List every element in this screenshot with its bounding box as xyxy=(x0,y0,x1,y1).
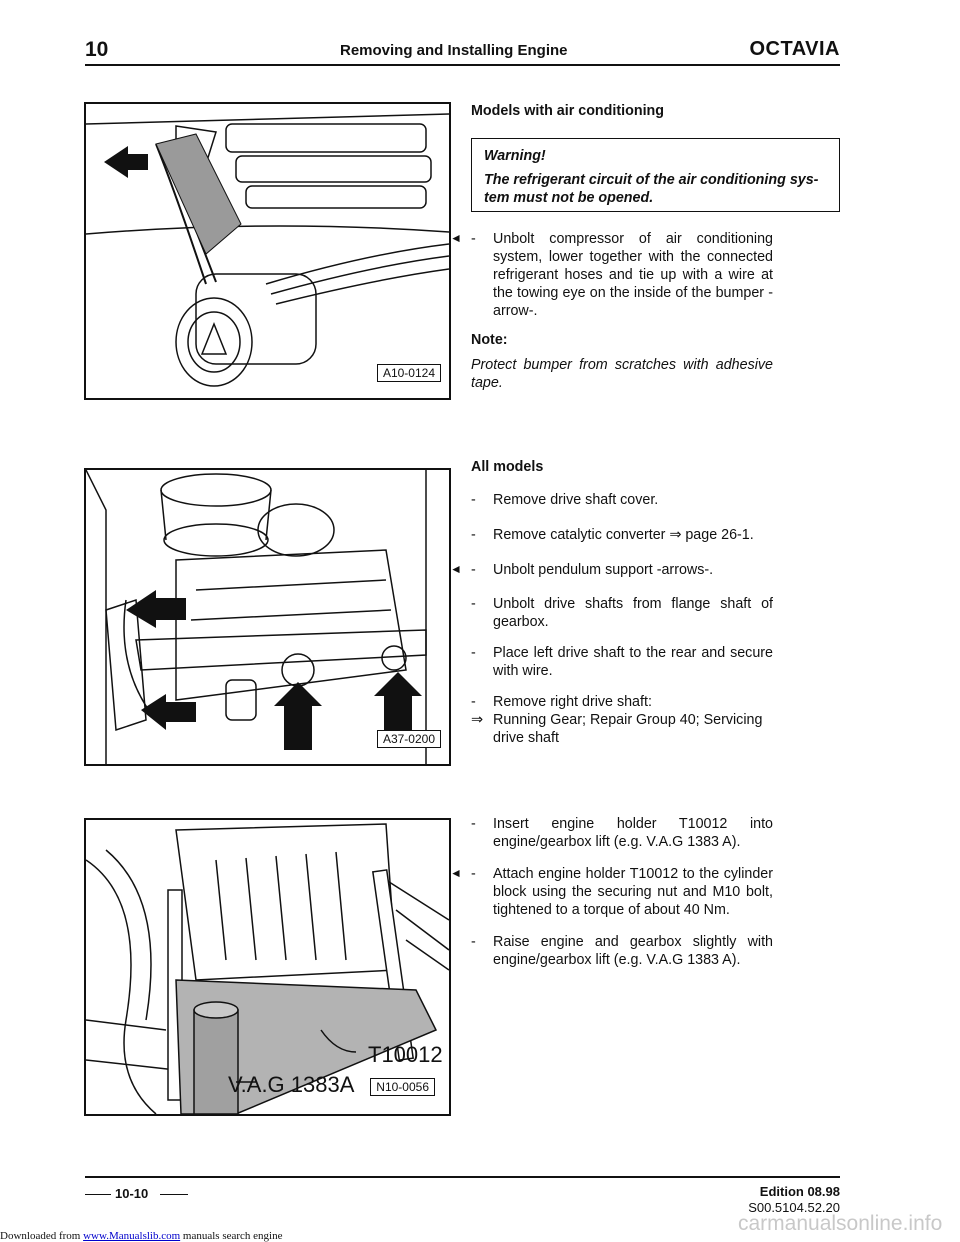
step-dash: - xyxy=(471,645,476,661)
step-dash: - xyxy=(471,816,476,832)
step-dash: - xyxy=(471,866,476,882)
engine-holder-illustration xyxy=(86,823,449,1114)
edition: Edition 08.98 xyxy=(759,1184,840,1199)
step-text: Raise engine and gearbox slightly with e… xyxy=(493,934,773,968)
figure-pendulum-support: A37-0200 xyxy=(84,468,451,766)
figure-pointer: ◄ xyxy=(450,562,462,576)
document-code: S00.5104.52.20 xyxy=(748,1200,840,1215)
warning-box: Warning! The refrigerant circuit of the … xyxy=(471,138,840,212)
figure-code: A37-0200 xyxy=(376,730,441,748)
download-notice: Downloaded from www.Manualslib.com manua… xyxy=(0,1230,282,1242)
step-text: Unbolt drive shafts from flange shaft of… xyxy=(493,596,773,630)
figure-pointer: ◄ xyxy=(450,231,462,245)
page-number: 10-10 xyxy=(115,1186,149,1201)
step-text: Attach engine holder T10012 to the cylin… xyxy=(493,866,773,918)
chapter-number: 10 xyxy=(85,38,109,61)
compressor-illustration xyxy=(86,113,449,387)
step-text: Remove right drive shaft: xyxy=(493,694,652,710)
download-prefix: Downloaded from xyxy=(0,1230,81,1242)
step-dash: - xyxy=(471,562,476,578)
figure-engine-holder: T10012 V.A.G 1383A N10-0056 xyxy=(84,818,451,1116)
pendulum-support-illustration xyxy=(86,470,427,764)
footer-rule xyxy=(85,1176,840,1178)
step-dash: - xyxy=(471,596,476,612)
figure-code: A10-0124 xyxy=(376,364,441,382)
manualslib-link[interactable]: www.Manualslib.com xyxy=(83,1230,181,1242)
brand-name: OCTAVIA xyxy=(749,38,840,60)
section-heading-ac: Models with air conditioning xyxy=(471,103,665,119)
warning-text-line1: The refrigerant circuit of the air condi… xyxy=(484,172,819,188)
step-text: Insert engine holder T10012 into engine/… xyxy=(493,816,773,850)
section-heading-all-models: All models xyxy=(471,459,544,475)
tool-label-t10012: T10012 xyxy=(368,1042,443,1067)
step-text: Unbolt compressor of air conditioning sy… xyxy=(493,231,773,319)
header-rule xyxy=(85,64,840,66)
figure-compressor: A10-0124 xyxy=(84,102,451,400)
step-dash: - xyxy=(471,934,476,950)
note-text: Protect bumper from scratches with adhes… xyxy=(471,357,773,391)
download-suffix: manuals search engine xyxy=(180,1230,283,1242)
step-text: Place left drive shaft to the rear and s… xyxy=(493,645,773,679)
step-text: Unbolt pendulum support -arrows-. xyxy=(493,562,714,578)
warning-text-line2: tem must not be opened. xyxy=(484,190,654,206)
footer-line-right xyxy=(160,1194,188,1195)
footer-line-left xyxy=(85,1194,111,1195)
watermark: carmanualsonline.info xyxy=(738,1212,943,1235)
step-text: Remove catalytic converter ⇒ page 26-1. xyxy=(493,527,754,543)
reference-arrow: ⇒ xyxy=(471,712,483,728)
tool-label-lift: V.A.G 1383A xyxy=(228,1072,355,1097)
note-label: Note: xyxy=(471,332,508,348)
step-dash: - xyxy=(471,231,476,247)
reference-text: Running Gear; Repair Group 40; Servicing… xyxy=(493,712,763,746)
step-dash: - xyxy=(471,492,476,508)
warning-title: Warning! xyxy=(484,148,546,164)
step-dash: - xyxy=(471,694,476,710)
step-text: Remove drive shaft cover. xyxy=(493,492,659,508)
step-dash: - xyxy=(471,527,476,543)
page-title: Removing and Installing Engine xyxy=(340,42,568,59)
figure-code: N10-0056 xyxy=(370,1078,435,1096)
figure-pointer: ◄ xyxy=(450,866,462,880)
